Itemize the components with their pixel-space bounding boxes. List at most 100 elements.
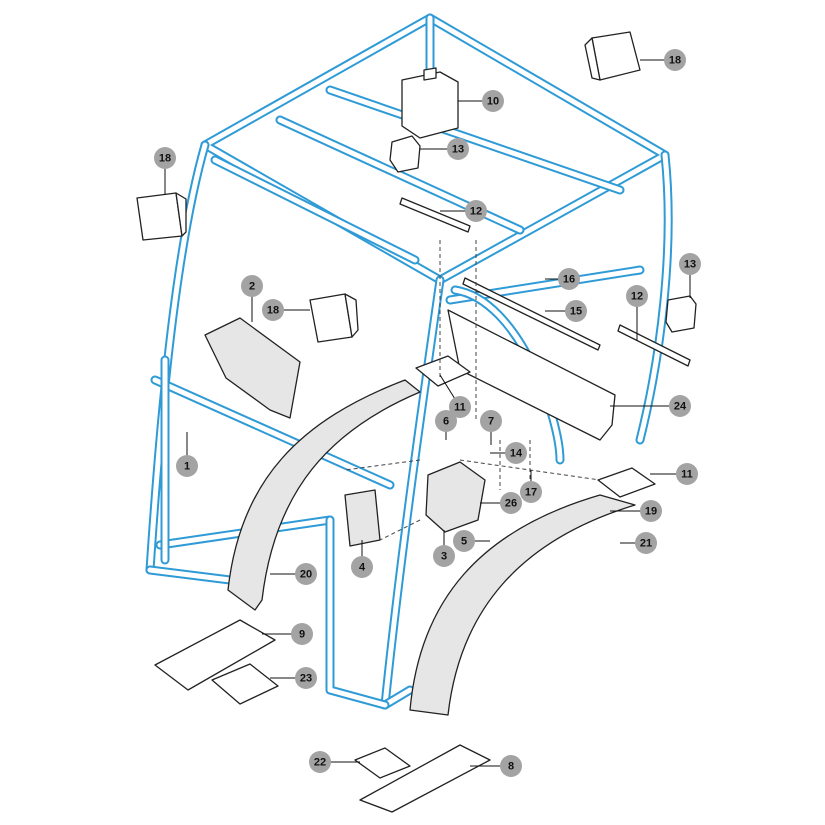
callout-label: 18: [159, 153, 171, 165]
callout-circle: [435, 410, 457, 432]
callout-18: 18: [640, 49, 686, 71]
mat-22: [354, 747, 411, 779]
callout-5: 5: [453, 530, 490, 552]
callout-circle: [676, 463, 698, 485]
washer-tank: [401, 67, 459, 139]
callout-15: 15: [545, 300, 587, 322]
callout-circle: [176, 455, 198, 477]
callout-9: 9: [262, 623, 313, 645]
callout-label: 11: [454, 402, 466, 414]
mat-23: [211, 663, 279, 705]
callout-circle: [679, 253, 701, 275]
callout-circle: [465, 200, 487, 222]
callout-12: 12: [626, 285, 648, 340]
work-light-center: [309, 293, 359, 343]
frame-tube: [325, 515, 390, 710]
cover-panel: [344, 489, 381, 547]
callout-circle: [351, 556, 373, 578]
callout-19: 19: [610, 500, 662, 522]
callout-label: 23: [300, 673, 312, 685]
callout-circle: [640, 500, 662, 522]
callout-24: 24: [610, 395, 691, 417]
callout-circle: [500, 755, 522, 777]
callout-label: 18: [669, 55, 681, 67]
fender-left: [227, 379, 421, 611]
callout-circle: [449, 396, 471, 418]
frame-tube: [147, 142, 208, 573]
bracket-bar: [399, 197, 471, 233]
callout-label: 11: [681, 469, 693, 481]
callout-circle: [626, 285, 648, 307]
callout-label: 4: [359, 562, 366, 574]
callout-2: 2: [241, 275, 263, 322]
callout-14: 14: [490, 442, 527, 464]
callout-6: 6: [435, 410, 457, 440]
callout-label: 18: [267, 305, 279, 317]
callout-label: 20: [300, 569, 312, 581]
callout-label: 3: [441, 551, 447, 563]
callout-circle: [500, 492, 522, 514]
frame-tube: [152, 377, 393, 488]
plate-11a: [415, 355, 471, 387]
callout-11: 11: [439, 374, 471, 418]
callout-8: 8: [470, 755, 522, 777]
callout-label: 9: [299, 629, 305, 641]
callout-circle: [309, 751, 331, 773]
callout-label: 19: [645, 506, 657, 518]
callout-26: 26: [480, 492, 522, 514]
callout-circle: [669, 395, 691, 417]
callout-circle: [295, 667, 317, 689]
side-pump: [665, 295, 697, 333]
callout-circle: [154, 147, 176, 169]
callout-21: 21: [620, 532, 657, 554]
callout-11: 11: [650, 463, 698, 485]
callout-18: 18: [262, 299, 310, 321]
callout-18: 18: [154, 147, 176, 195]
frame-tube: [382, 687, 413, 708]
callout-circle: [453, 530, 475, 552]
callout-label: 22: [314, 757, 326, 769]
callout-circle: [482, 90, 504, 112]
callout-label: 7: [488, 416, 494, 428]
callout-4: 4: [351, 540, 373, 578]
callout-label: 16: [563, 274, 575, 286]
callout-22: 22: [309, 751, 360, 773]
frame-tube: [147, 567, 233, 583]
callout-label: 12: [631, 291, 643, 303]
callout-circle: [480, 410, 502, 432]
callout-3: 3: [433, 530, 455, 567]
callout-circle: [558, 268, 580, 290]
cushion: [204, 317, 301, 419]
rear-panel: [447, 309, 616, 441]
callout-label: 6: [443, 416, 449, 428]
callout-label: 17: [525, 487, 537, 499]
callout-label: 15: [570, 306, 582, 318]
callout-circle: [664, 49, 686, 71]
callout-circle: [565, 300, 587, 322]
frame-tube: [382, 277, 443, 708]
frame-tube: [212, 157, 418, 263]
callout-label: 5: [461, 536, 467, 548]
callout-label: 1: [184, 461, 190, 473]
callout-label: 14: [510, 448, 523, 460]
washer-pump: [389, 135, 421, 173]
callout-label: 13: [684, 259, 696, 271]
callout-label: 8: [508, 761, 514, 773]
callout-10: 10: [458, 90, 504, 112]
callout-13: 13: [420, 138, 469, 160]
callout-circle: [635, 532, 657, 554]
callout-23: 23: [270, 667, 317, 689]
callout-circle: [520, 481, 542, 503]
callout-circle: [291, 623, 313, 645]
callout-label: 24: [674, 401, 687, 413]
callout-label: 10: [487, 96, 499, 108]
callout-circle: [433, 545, 455, 567]
callout-circle: [505, 442, 527, 464]
callout-16: 16: [545, 268, 580, 290]
work-light-left: [136, 192, 187, 241]
callout-7: 7: [480, 410, 502, 445]
callout-circle: [295, 563, 317, 585]
callout-label: 13: [452, 144, 464, 156]
